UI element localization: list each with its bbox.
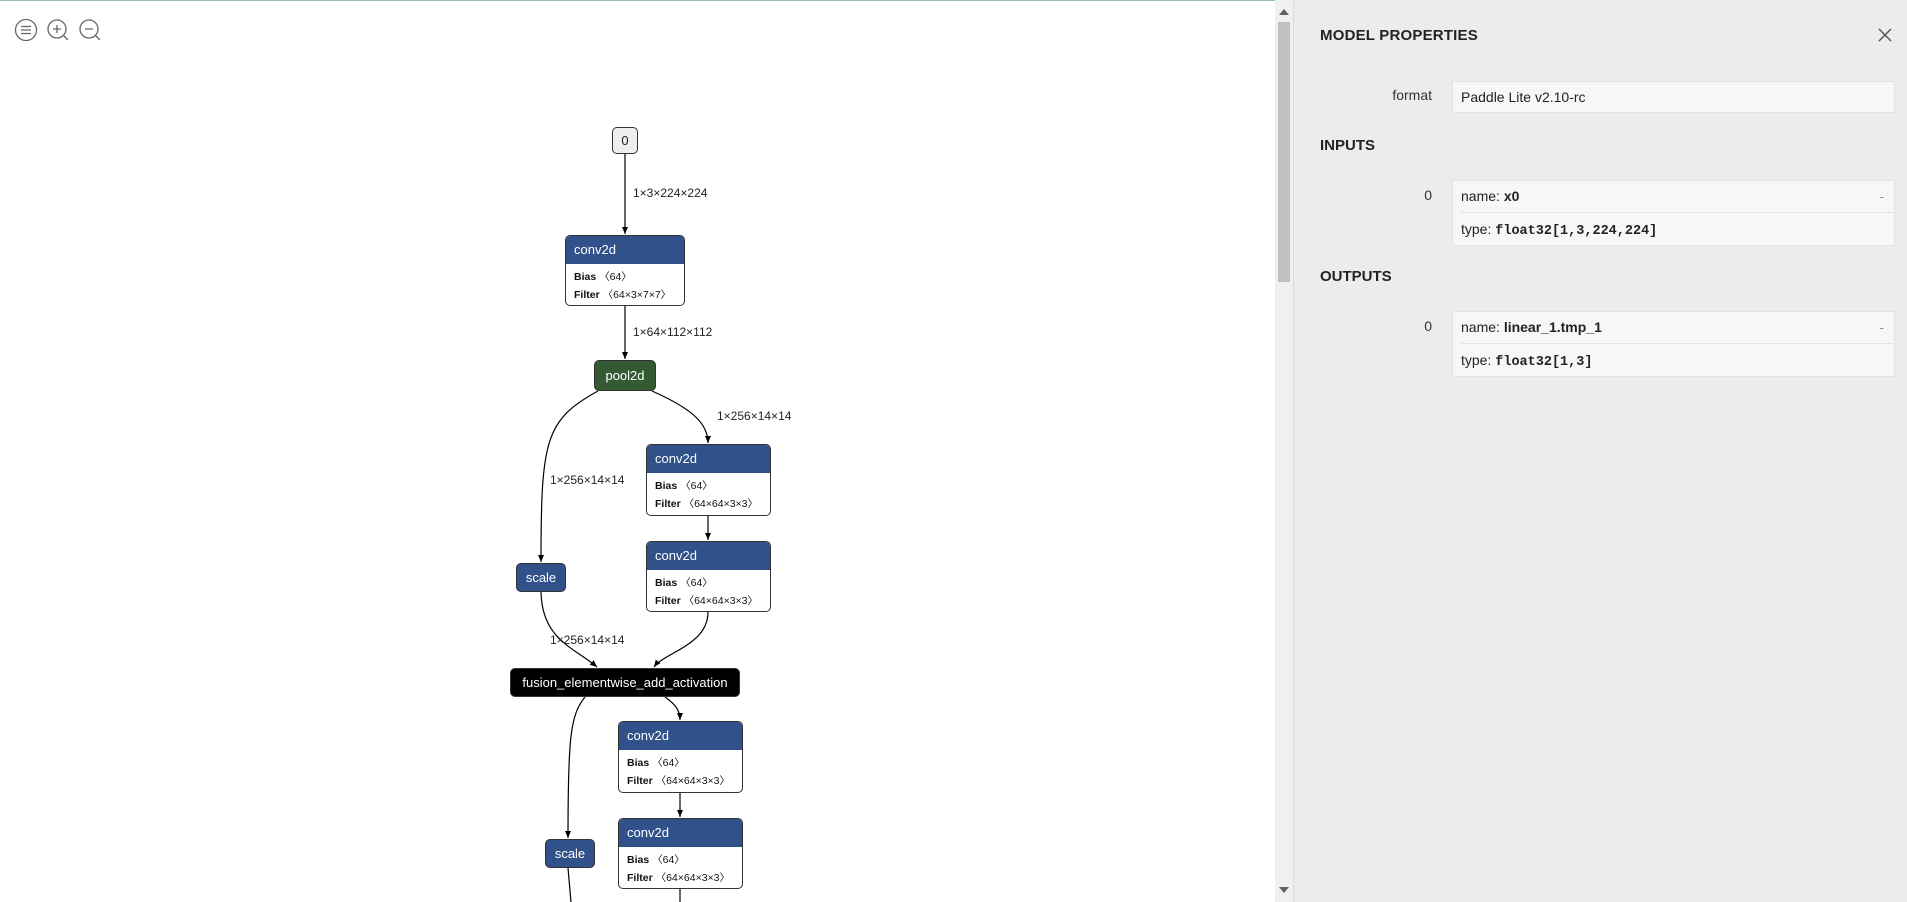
input-item-0[interactable]: name: x0 - type: float32[1,3,224,224] — [1452, 180, 1895, 246]
output-type: float32[1,3] — [1495, 355, 1593, 370]
edge-label-input: 1×3×224×224 — [633, 186, 708, 200]
edge-conv3-fusion — [653, 611, 709, 668]
model-properties-panel: MODEL PROPERTIES format Paddle Lite v2.1… — [1293, 0, 1907, 902]
expand-toggle[interactable]: - — [1879, 189, 1884, 204]
edge-scale2-out — [567, 867, 572, 902]
output-type-row: type: float32[1,3] — [1461, 343, 1894, 376]
edge-fusion-scale2 — [565, 696, 586, 839]
edge-label-conv1: 1×64×112×112 — [633, 325, 713, 339]
node-op-label: conv2d — [619, 722, 742, 750]
node-op-label: conv2d — [619, 819, 742, 847]
node-op-label: conv2d — [566, 236, 684, 264]
node-attributes: Bias 〈64〉 Filter 〈64×64×3×3〉 — [627, 854, 731, 884]
input-name-row: name: x0 - — [1461, 181, 1894, 212]
graph-scrollbar[interactable] — [1275, 0, 1293, 902]
format-value: Paddle Lite v2.10-rc — [1452, 81, 1895, 113]
expand-toggle[interactable]: - — [1879, 320, 1884, 335]
node-attributes: Bias 〈64〉 Filter 〈64×64×3×3〉 — [655, 577, 759, 607]
output-name: linear_1.tmp_1 — [1503, 319, 1602, 335]
output-name-row: name: linear_1.tmp_1 - — [1461, 312, 1894, 343]
input-type: float32[1,3,224,224] — [1495, 224, 1658, 239]
output-index: 0 — [1424, 318, 1432, 334]
outputs-section-title: OUTPUTS — [1320, 268, 1392, 285]
format-label: format — [1392, 87, 1432, 103]
graph-node-conv2d-2[interactable]: conv2d Bias 〈64〉 Filter 〈64×64×3×3〉 — [646, 444, 771, 516]
input-type-row: type: float32[1,3,224,224] — [1461, 212, 1894, 245]
graph-node-conv2d-5[interactable]: conv2d Bias 〈64〉 Filter 〈64×64×3×3〉 — [618, 818, 743, 889]
input-name: x0 — [1503, 188, 1520, 204]
edge-pool-scale1 — [538, 390, 599, 563]
node-attributes: Bias 〈64〉 Filter 〈64×64×3×3〉 — [627, 757, 731, 787]
graph-node-conv2d-4[interactable]: conv2d Bias 〈64〉 Filter 〈64×64×3×3〉 — [618, 721, 743, 793]
graph-node-scale-2[interactable]: scale — [545, 839, 595, 868]
scroll-thumb[interactable] — [1278, 22, 1290, 282]
edge-label-pool-left: 1×256×14×14 — [550, 473, 625, 487]
edge-scale1-fusion — [540, 591, 598, 668]
node-op-label: conv2d — [647, 445, 770, 473]
menu-icon[interactable] — [14, 18, 38, 42]
graph-node-fusion-elementwise-add-activation[interactable]: fusion_elementwise_add_activation — [510, 668, 740, 697]
output-item-0[interactable]: name: linear_1.tmp_1 - type: float32[1,3… — [1452, 311, 1895, 377]
input-index: 0 — [1424, 187, 1432, 203]
graph-node-scale-1[interactable]: scale — [516, 563, 566, 592]
node-attributes: Bias 〈64〉 Filter 〈64×64×3×3〉 — [655, 480, 759, 510]
graph-edges — [538, 154, 711, 902]
edge-fusion-conv4 — [664, 696, 683, 721]
edge-label-scale: 1×256×14×14 — [550, 633, 625, 647]
edge-label-pool-right: 1×256×14×14 — [717, 409, 792, 423]
panel-title: MODEL PROPERTIES — [1320, 27, 1478, 44]
top-border — [0, 0, 1907, 1]
zoom-out-icon[interactable] — [78, 18, 102, 42]
close-icon[interactable] — [1876, 26, 1894, 44]
graph-toolbar — [14, 18, 102, 42]
node-op-label: conv2d — [647, 542, 770, 570]
edge-pool-conv2 — [651, 390, 711, 444]
graph-node-pool2d[interactable]: pool2d — [594, 360, 656, 391]
graph-canvas[interactable]: 1×3×224×224 1×64×112×112 1×256×14×14 1×2… — [0, 0, 1275, 902]
zoom-in-icon[interactable] — [46, 18, 70, 42]
scroll-up-icon[interactable] — [1279, 9, 1289, 15]
scroll-down-icon[interactable] — [1279, 887, 1289, 893]
node-attributes: Bias 〈64〉 Filter 〈64×3×7×7〉 — [574, 271, 672, 301]
graph-node-conv2d-3[interactable]: conv2d Bias 〈64〉 Filter 〈64×64×3×3〉 — [646, 541, 771, 612]
graph-input-node[interactable]: 0 — [612, 127, 638, 154]
graph-node-conv2d-1[interactable]: conv2d Bias 〈64〉 Filter 〈64×3×7×7〉 — [565, 235, 685, 306]
inputs-section-title: INPUTS — [1320, 137, 1376, 154]
